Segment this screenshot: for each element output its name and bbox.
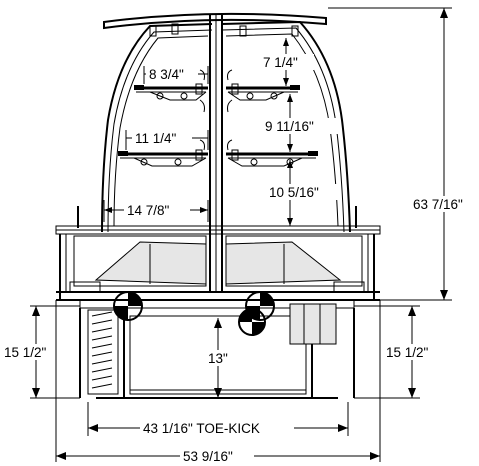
dim-shelf-spacing-mid: 9 11/16" [265, 119, 314, 134]
dim-shelf-top-width: 8 3/4" [149, 67, 184, 82]
dim-shelf-low-width: 14 7/8" [127, 203, 170, 218]
dim-shelf-spacing-top: 7 1/4" [263, 55, 298, 70]
dimension-lines [2, 7, 478, 464]
dim-shelf-spacing-low: 10 5/16" [269, 185, 319, 200]
dim-toe-kick-height: 13" [208, 351, 228, 366]
dim-shelf-mid-width: 11 1/4" [135, 131, 177, 146]
dim-base-height-right: 15 1/2" [386, 345, 429, 360]
fan-symbol-center [238, 308, 266, 336]
dim-toe-kick-width: 43 1/16" TOE-KICK [143, 421, 260, 436]
fan-symbol-left [113, 291, 143, 321]
dim-base-height-left: 15 1/2" [4, 345, 47, 360]
dimension-labels: 8 3/4" 11 1/4" 14 7/8" 7 1/4" 9 11/16" 1… [4, 55, 463, 464]
dim-overall-height: 63 7/16" [413, 197, 463, 212]
dim-overall-width: 53 9/16" [183, 449, 233, 464]
right-shelves [226, 69, 318, 167]
center-column [209, 14, 223, 292]
left-glass-dome [101, 23, 213, 233]
case-body [55, 206, 381, 301]
left-shelves [118, 69, 208, 167]
base-section [79, 291, 355, 399]
canopy [103, 12, 327, 30]
